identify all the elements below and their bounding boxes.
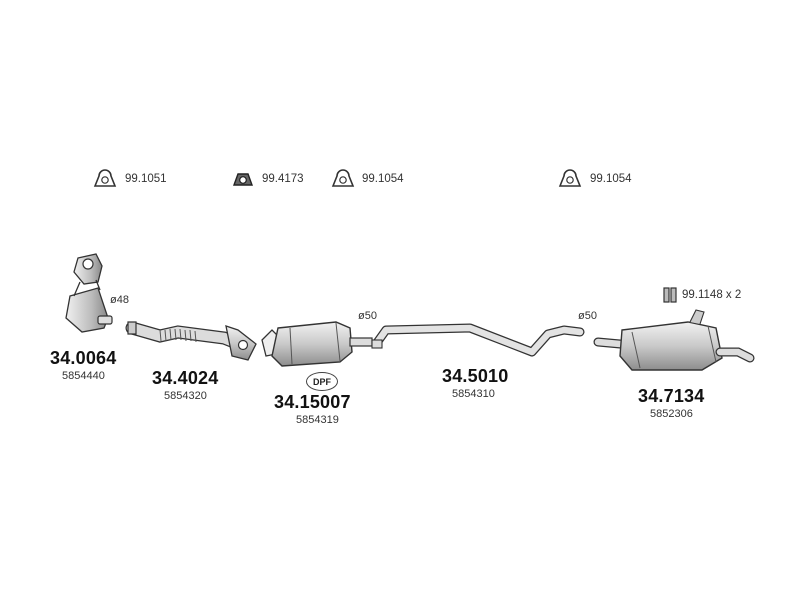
diameter-label: ø48 xyxy=(110,294,129,306)
middle-pipe-drawing xyxy=(371,323,585,357)
oem-number: 5854320 xyxy=(164,390,207,402)
catalytic-converter-drawing xyxy=(65,253,113,333)
rubber-mount-icon xyxy=(663,287,677,303)
clamp-icon xyxy=(558,169,582,187)
clamp-part-number: 99.1054 xyxy=(362,173,404,185)
clamp-icon xyxy=(331,169,355,187)
oem-number: 5852306 xyxy=(650,408,693,420)
oem-number: 5854319 xyxy=(296,414,339,426)
diameter-label: ø50 xyxy=(578,310,597,322)
oem-number: 5854310 xyxy=(452,388,495,400)
gasket-icon xyxy=(233,173,253,186)
part-number: 34.15007 xyxy=(274,392,351,412)
clamp-icon xyxy=(93,169,117,187)
oem-number: 5854440 xyxy=(62,370,105,382)
clamp-part-number: 99.1054 xyxy=(590,173,632,185)
clamp-part-number: 99.1051 xyxy=(125,173,167,185)
front-pipe-drawing xyxy=(125,321,257,361)
part-number: 34.5010 xyxy=(442,366,509,386)
part-number: 34.0064 xyxy=(50,348,117,368)
part-number: 34.4024 xyxy=(152,368,219,388)
part-number: 34.7134 xyxy=(638,386,705,406)
gasket-part-number: 99.4173 xyxy=(262,173,304,185)
diameter-label: ø50 xyxy=(358,310,377,322)
rear-silencer-drawing xyxy=(593,309,755,371)
mount-part-number: 99.1148 x 2 xyxy=(682,289,742,301)
dpf-filter-drawing xyxy=(261,321,373,367)
dpf-badge: DPF xyxy=(306,372,338,391)
